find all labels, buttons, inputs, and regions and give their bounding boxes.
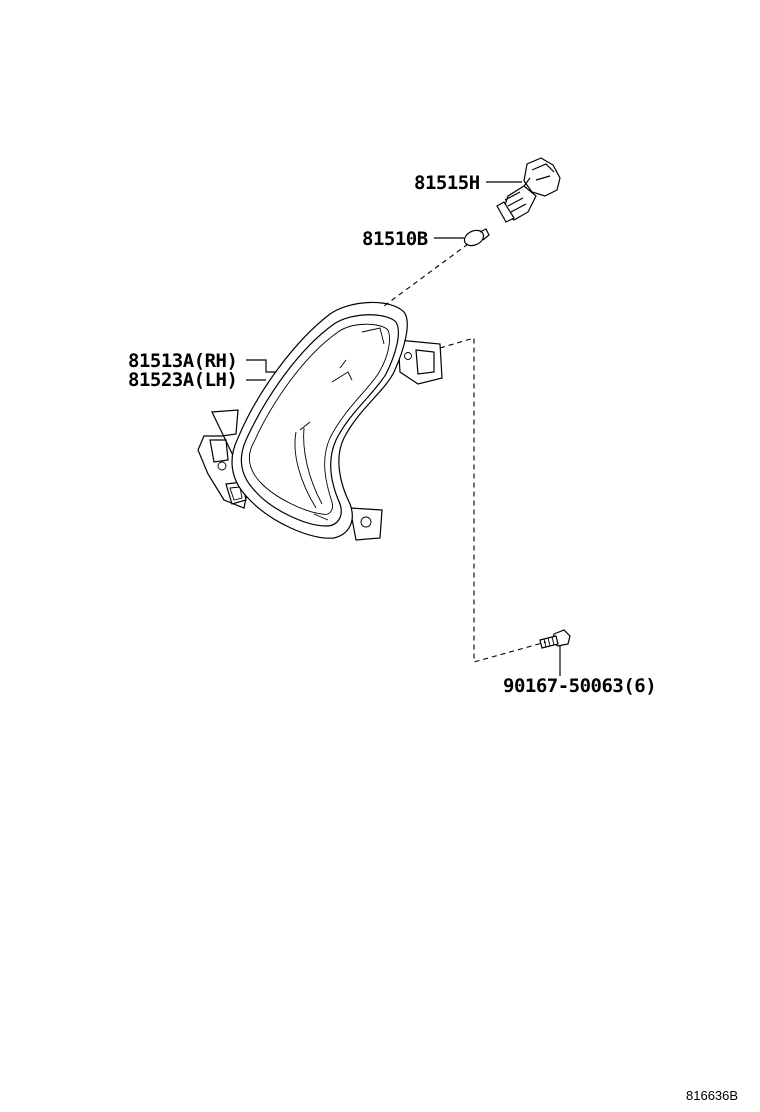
label-bulb: 81510B <box>362 228 428 250</box>
label-lamp-lh: 81523A(LH) <box>128 369 237 391</box>
screw-guide-line <box>439 337 547 663</box>
fog-lamp-assembly-icon[interactable] <box>197 301 443 541</box>
bulb-icon[interactable] <box>462 227 490 248</box>
label-screw: 90167-50063(6) <box>503 675 656 697</box>
label-lamp-rh: 81513A(RH) <box>128 350 237 372</box>
diagram-ref-number: 816636B <box>686 1088 738 1103</box>
label-socket: 81515H <box>414 172 480 194</box>
screw-icon[interactable] <box>539 629 571 649</box>
leader-lamp <box>246 359 276 381</box>
bulb-socket-icon[interactable] <box>496 157 561 223</box>
bulb-guide-line <box>383 243 469 307</box>
